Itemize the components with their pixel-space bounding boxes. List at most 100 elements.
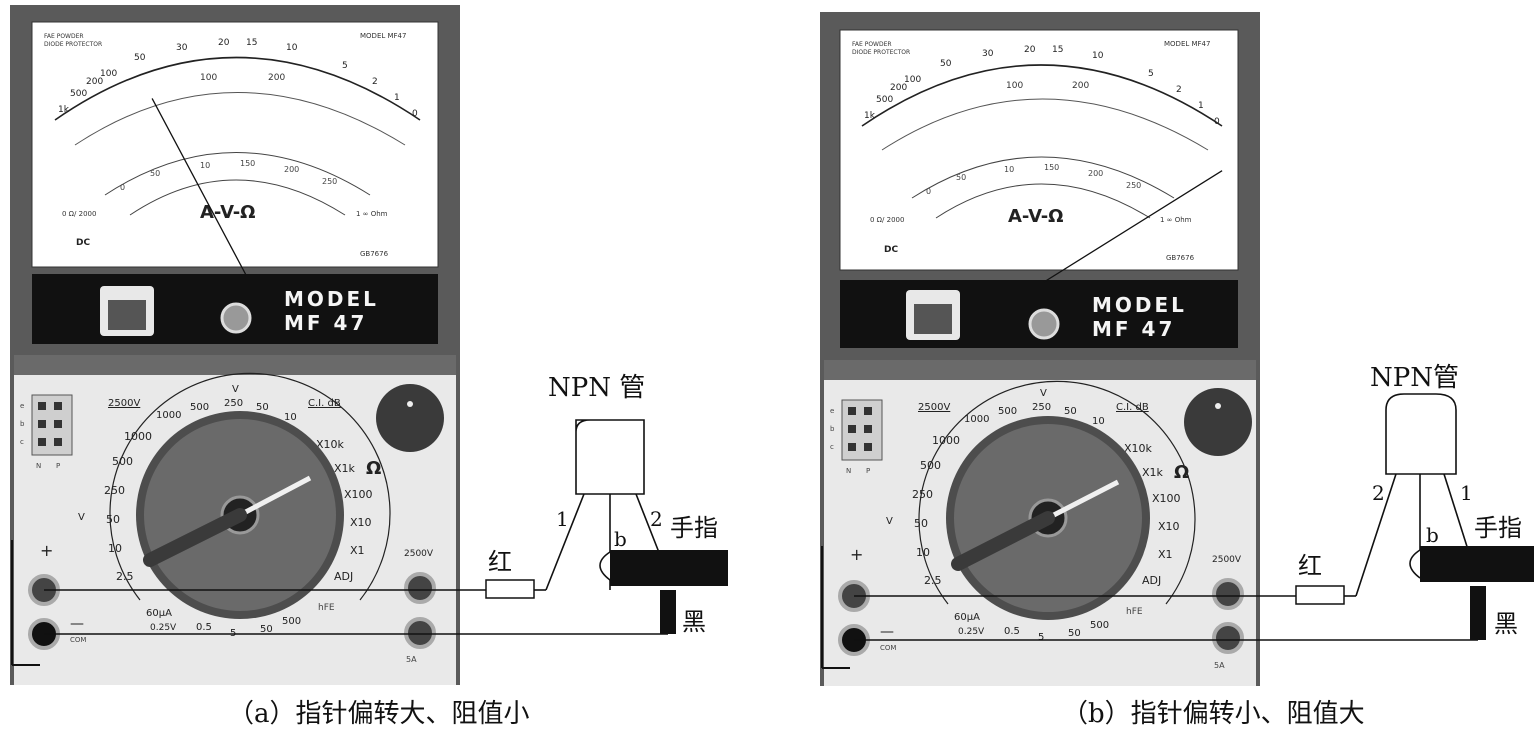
brand-line1-a: MODEL: [284, 287, 379, 311]
npn-label-a: N: [36, 462, 41, 470]
range-label-b: 500: [920, 459, 941, 472]
ohm-scale-label-a: 500: [70, 89, 87, 99]
serial-a: GB7676: [360, 250, 389, 258]
dial-left-text-b: 0 Ω/ 2000: [870, 216, 904, 224]
ohm-scale-label-a: 15: [246, 38, 257, 48]
hfe-label-a: hFE: [318, 603, 335, 613]
ohm-range-label-a: X100: [344, 488, 373, 501]
current-range-label-a: 500: [282, 616, 301, 627]
ohm-scale-label-a: 100: [100, 69, 117, 79]
ohm-range-label-b: X1k: [1142, 466, 1164, 479]
jack-label-2500v-a: 2500V: [404, 549, 434, 559]
pin-label-left-b: 2: [1372, 481, 1385, 505]
ohm-scale-label-a: 0: [412, 109, 418, 119]
range-label-a: 1000: [124, 430, 152, 443]
range-label-b: 500: [998, 406, 1017, 417]
lower-scale-label-a: 10: [200, 161, 210, 170]
mid-scale-label-b: 200: [1072, 81, 1089, 91]
brand-line1-b: MODEL: [1092, 293, 1187, 317]
finger-a: [610, 550, 728, 586]
ohm-scale-label-a: 200: [86, 77, 103, 87]
jack-5a-a[interactable]: [404, 617, 436, 649]
panel-b: FAE POWDER DIODE PROTECTOR MODEL MF47 1k…: [820, 12, 1534, 729]
lower-scale-label-b: 10: [1004, 165, 1014, 174]
lower-scale-label-a: 250: [322, 177, 337, 186]
range-label-a: 50: [256, 402, 269, 413]
jack-5a-b[interactable]: [1212, 622, 1244, 654]
lower-scale-label-b: 0: [926, 187, 931, 196]
finger-label-b: 手指: [1474, 514, 1522, 542]
ohm-scale-label-a: 1: [394, 93, 400, 103]
cal-label-b: C.I. dB: [1116, 402, 1149, 413]
caption-a: （a）指针偏转大、阻值小: [228, 699, 530, 729]
range-label-a: 10: [284, 412, 297, 423]
mid-scale-label-a: 100: [200, 73, 217, 83]
knob-indicator-a: [238, 475, 312, 518]
lower-scale-label-a: 200: [284, 165, 299, 174]
dial-right-text-b: 1 ∞ Ohm: [1160, 216, 1192, 224]
ohm-arc-a: [54, 56, 421, 121]
range-label-a: 50: [106, 513, 120, 526]
knob-indicator-b: [1046, 479, 1120, 521]
meter-needle-a: [151, 98, 247, 276]
transistor-pin-right-b: [1443, 473, 1471, 557]
ohm-scale-label-b: 0: [1214, 117, 1220, 127]
ohm-arc-b: [861, 64, 1223, 127]
red-label-a: 红: [488, 548, 512, 576]
pin-label-right-b: 1: [1460, 481, 1473, 505]
current-range-label-b: 60μA: [954, 612, 980, 623]
ohm-scale-label-b: 100: [904, 75, 921, 85]
brand-line2-b: MF 47: [1092, 317, 1175, 341]
current-range-label-a: 0.25V: [150, 623, 177, 633]
jack-label-5a-a: 5A: [406, 655, 417, 664]
ohm-range-label-b: X1: [1158, 548, 1173, 561]
ohm-adjust-knob-b[interactable]: [1184, 388, 1252, 456]
socket-label-a: e: [20, 402, 24, 410]
black-probe-a: [660, 590, 676, 634]
v-left-label-a: V: [78, 512, 85, 523]
range-label-b: 2500V: [918, 402, 950, 413]
ohm-range-label-a: X10: [350, 516, 372, 529]
ohm-adjust-knob-a[interactable]: [376, 384, 444, 452]
com-label-b: COM: [880, 644, 896, 652]
ohm-range-label-b: ADJ: [1142, 574, 1161, 587]
dial-left-text-a: 0 Ω/ 2000: [62, 210, 96, 218]
socket-label-b: b: [830, 425, 835, 433]
npn-label-a: P: [56, 462, 60, 470]
ohm-range-label-b: X100: [1152, 492, 1181, 505]
lower-scale-label-b: 200: [1088, 169, 1103, 178]
ohm-scale-label-b: 1k: [864, 111, 876, 121]
range-label-a: 2500V: [108, 398, 140, 409]
ohm-range-label-b: X10k: [1124, 442, 1153, 455]
zero-adjust-screw-b: [1028, 308, 1060, 340]
ohm-scale-label-a: 2: [372, 77, 378, 87]
zero-adjust-screw-a: [220, 302, 252, 334]
base-label-b: b: [1426, 523, 1439, 547]
dc-label-a: DC: [76, 238, 90, 248]
ohm-scale-label-b: 500: [876, 95, 893, 105]
current-range-label-b: 500: [1090, 620, 1109, 631]
range-label-b: 2.5: [924, 574, 942, 587]
red-probe-a: [485, 579, 535, 599]
dial-text-b: DIODE PROTECTOR: [852, 49, 910, 56]
socket-label-a: b: [20, 420, 25, 428]
npn-label-b: P: [866, 467, 870, 475]
minus-label-b: —: [880, 624, 894, 640]
ohm-scale-label-a: 10: [286, 43, 298, 53]
range-label-a: 250: [224, 398, 243, 409]
jack-2500v-b[interactable]: [1212, 578, 1244, 610]
range-label-b: 10: [916, 546, 930, 559]
ohm-scale-label-b: 50: [940, 59, 952, 69]
jack-2500v-a[interactable]: [404, 572, 436, 604]
hfe-label-b: hFE: [1126, 607, 1143, 617]
com-label-a: COM: [70, 636, 86, 644]
current-range-label-b: 0.5: [1004, 626, 1020, 637]
range-label-b: 250: [912, 488, 933, 501]
range-label-b: 50: [914, 517, 928, 530]
ohm-range-label-b: X10: [1158, 520, 1180, 533]
panel-a: FAE POWDER DIODE PROTECTOR MODEL MF47 1k…: [10, 5, 728, 729]
pin-label-left-a: 1: [556, 507, 569, 531]
ohm-scale-label-b: 1: [1198, 101, 1204, 111]
socket-label-b: e: [830, 407, 834, 415]
dial-face-b: [839, 29, 1239, 271]
